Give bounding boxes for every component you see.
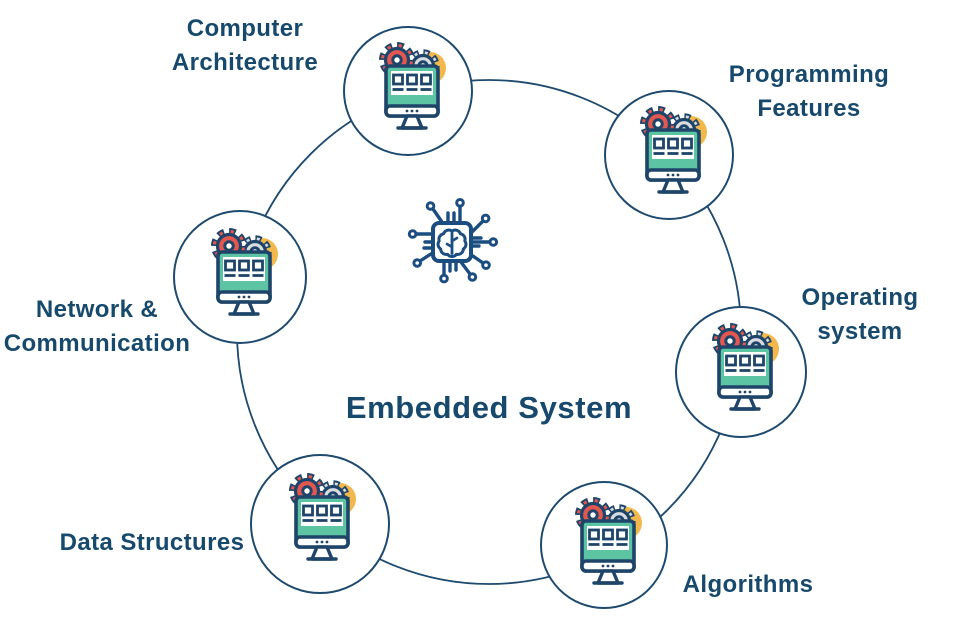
monitor-gears-icon	[579, 501, 643, 584]
node-label-algorithms: Algorithms	[682, 571, 814, 598]
node-label-network-communication: Network & Communication	[3, 296, 191, 358]
monitor-gears-icon	[383, 46, 447, 129]
center-title: Embedded System	[345, 390, 633, 425]
node-programming-features	[604, 90, 734, 220]
node-label-operating-system: Operating system	[801, 284, 919, 346]
node-label-data-structures: Data Structures	[59, 529, 245, 556]
monitor-gears-icon	[644, 110, 708, 193]
node-label-programming-features: Programming Features	[728, 61, 890, 123]
monitor-gears-icon	[293, 477, 357, 560]
node-network-communication	[173, 210, 307, 344]
node-operating-system	[675, 306, 807, 438]
monitor-gears-icon	[716, 327, 780, 410]
node-label-computer-architecture: Computer Architecture	[171, 15, 319, 77]
node-computer-architecture	[343, 26, 473, 156]
chip-brain-icon	[407, 197, 499, 284]
node-data-structures	[250, 454, 390, 594]
monitor-gears-icon	[215, 232, 279, 315]
node-algorithms	[540, 481, 668, 609]
